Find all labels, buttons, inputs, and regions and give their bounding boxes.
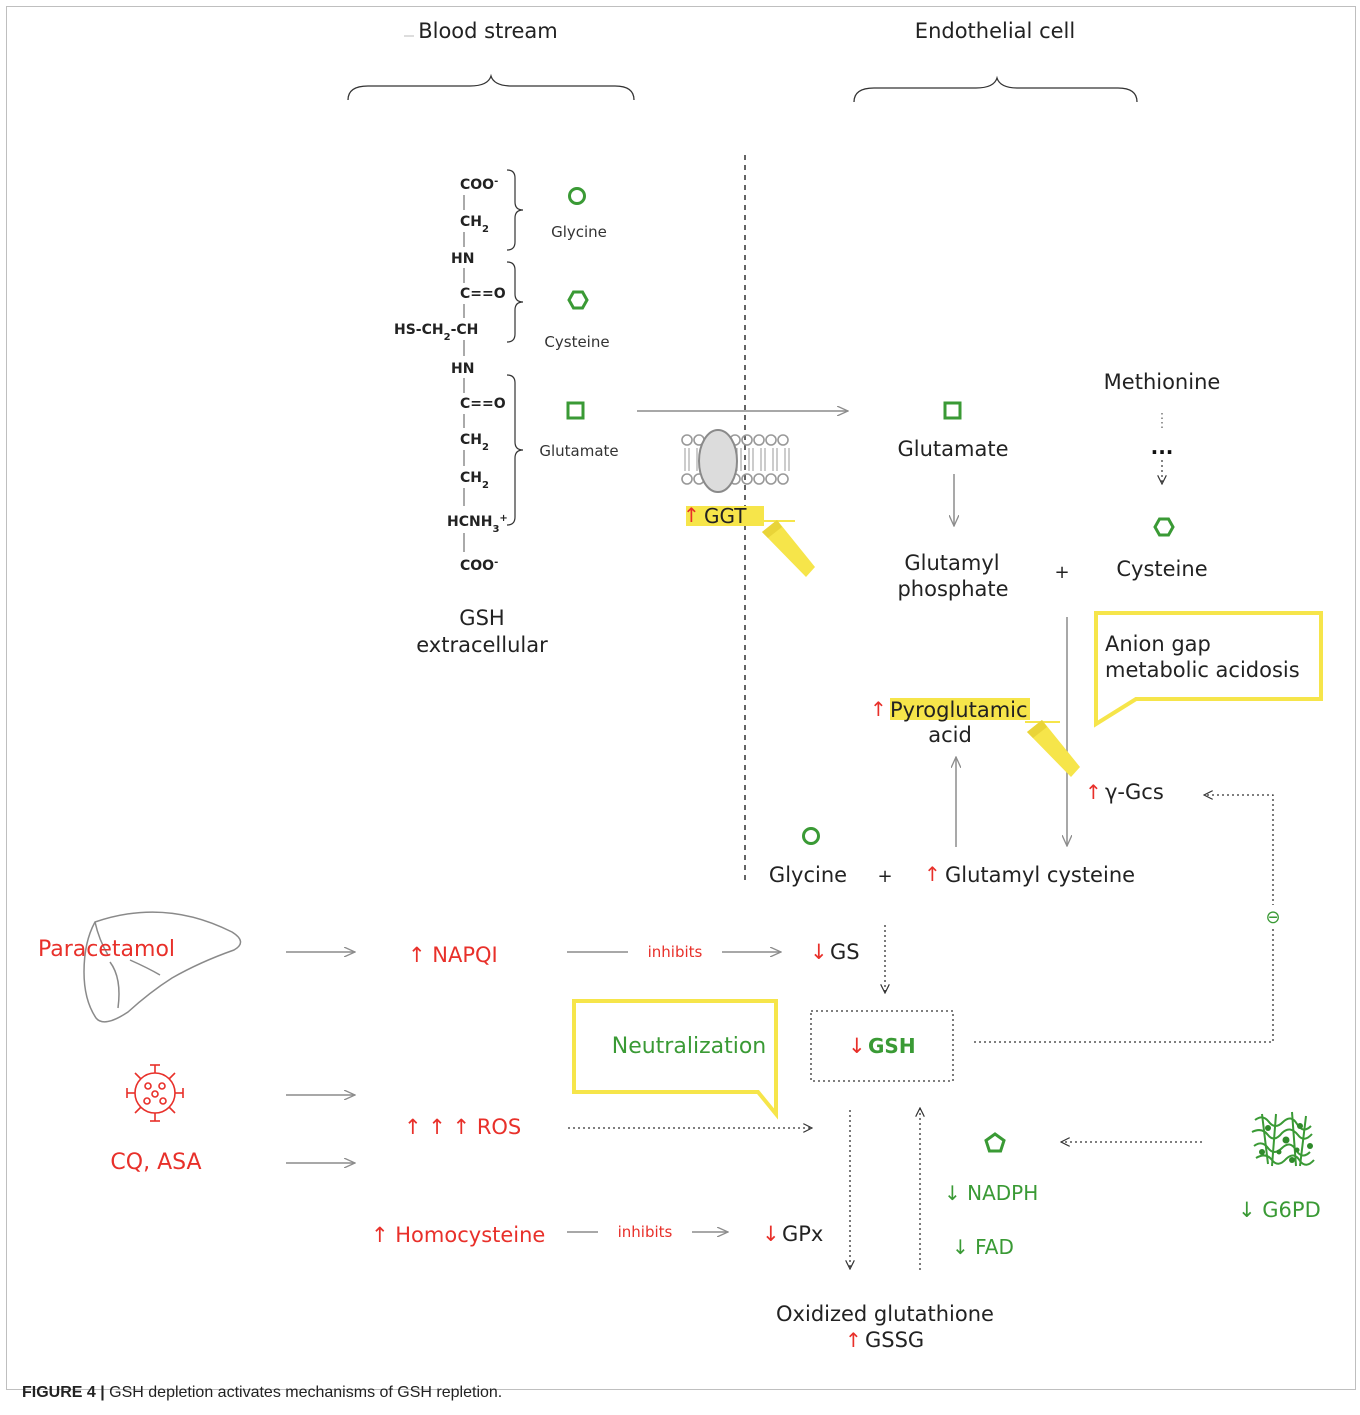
- gsh-feedback-arrow: [974, 795, 1274, 1043]
- svg-text:COO-: COO-: [460, 557, 498, 575]
- glutamate-square-icon-cell: [943, 401, 962, 420]
- header-blood-stream: Blood stream: [418, 19, 558, 43]
- cysteine-hexagon-icon: [567, 290, 589, 310]
- svg-text:COO-: COO-: [460, 176, 498, 194]
- ygcs-up-arrow: ↑: [1085, 780, 1102, 804]
- fad-label: ↓ FAD: [952, 1235, 1014, 1259]
- endothelial-cell-brace: [853, 75, 1138, 103]
- plus-sign: +: [1054, 562, 1069, 583]
- svg-text:HCNH3+: HCNH3+: [447, 513, 508, 535]
- pyroglutamic-highlight: [890, 698, 1030, 720]
- glutamyl-cysteine-label: Glutamyl cysteine: [945, 863, 1135, 887]
- neutralization-label: Neutralization: [612, 1034, 766, 1059]
- methionine-ellipsis: ...: [1151, 435, 1174, 459]
- cysteine-group-label: Cysteine: [544, 333, 609, 351]
- napqi-label: ↑ NAPQI: [408, 943, 498, 967]
- anion-gap-label-1: Anion gap: [1105, 632, 1211, 656]
- svg-text:HN: HN: [451, 251, 474, 267]
- membrane-transporter-icon: [681, 429, 790, 493]
- cq-asa-label: CQ, ASA: [110, 1150, 201, 1175]
- glutamate-square-icon: [566, 401, 585, 420]
- highlighter-pen-icon: [762, 520, 815, 577]
- caption-label: FIGURE 4 |: [22, 1384, 105, 1401]
- anion-gap-label-2: metabolic acidosis: [1105, 658, 1300, 682]
- svg-text:CH2: CH2: [460, 470, 489, 491]
- oxidized-glutathione-label: Oxidized glutathione: [776, 1302, 994, 1326]
- gssg-up-arrow: ↑: [845, 1328, 862, 1352]
- svg-text:C==O: C==O: [460, 396, 506, 412]
- svg-text:HN: HN: [451, 361, 474, 377]
- svg-text:CH2: CH2: [460, 214, 489, 235]
- ggt-highlight: [686, 506, 764, 526]
- g6pd-label: ↓ G6PD: [1238, 1198, 1321, 1222]
- highlighter-pen-icon: [1027, 720, 1080, 777]
- ggt-up-arrow: ↑: [683, 503, 700, 527]
- liver-icon: [83, 911, 242, 1023]
- figure-caption: FIGURE 4 | GSH depletion activates mecha…: [22, 1384, 502, 1402]
- glutamyl-phosphate-label-2: phosphate: [897, 577, 1008, 601]
- g6pd-protein-icon: [1251, 1111, 1315, 1167]
- gsh-label: GSH: [868, 1034, 916, 1058]
- nadph-pentagon-icon: [984, 1132, 1006, 1153]
- glycine-group-label: Glycine: [551, 223, 607, 241]
- ygcs-label: γ-Gcs: [1105, 780, 1164, 804]
- ros-label: ↑ ↑ ↑ ROS: [404, 1115, 521, 1139]
- caption-text: GSH depletion activates mechanisms of GS…: [104, 1384, 503, 1401]
- svg-text:HS-CH2-CH: HS-CH2-CH: [394, 322, 478, 343]
- glycine-cell-label: Glycine: [769, 863, 847, 887]
- virus-icon: [126, 1064, 184, 1122]
- header-endothelial-cell: Endothelial cell: [915, 19, 1075, 43]
- napqi-inhibits-label: inhibits: [648, 943, 703, 961]
- gsh-extracellular-label-1: GSH: [459, 606, 504, 630]
- pyroglutamic-label-2: acid: [928, 723, 972, 747]
- paracetamol-label: Paracetamol: [38, 937, 175, 962]
- svg-text:CH2: CH2: [460, 432, 489, 453]
- minus-circle-icon: ⊖: [1265, 907, 1280, 928]
- gsh-down-arrow: ↓: [848, 1034, 866, 1058]
- gsh-extracellular-label-2: extracellular: [416, 633, 548, 657]
- figure-frame: [6, 6, 1356, 1390]
- glutamate-group-label: Glutamate: [539, 442, 618, 460]
- homocysteine-label: ↑ Homocysteine: [371, 1223, 545, 1247]
- anion-gap-callout: [1094, 611, 1323, 728]
- gssg-label: GSSG: [865, 1328, 924, 1352]
- gs-down-arrow: ↓: [810, 940, 828, 964]
- gpx-label: GPx: [782, 1222, 823, 1246]
- gsh-structure: COO- CH2 HN C==O HS-CH2-CH HN C==O CH2 C…: [394, 176, 508, 575]
- ggt-label: GGT: [704, 504, 747, 528]
- gpx-down-arrow: ↓: [762, 1222, 780, 1246]
- methionine-label: Methionine: [1104, 370, 1221, 394]
- glutamyl-phosphate-label-1: Glutamyl: [904, 551, 999, 575]
- pyroglutamic-up-arrow: ↑: [870, 697, 887, 721]
- glycine-circle-icon-cell: [802, 827, 820, 845]
- group-braces: [506, 169, 524, 526]
- svg-text:C==O: C==O: [460, 286, 506, 302]
- glycine-circle-icon: [568, 187, 586, 205]
- neutralization-callout: [572, 999, 778, 1120]
- gs-label: GS: [830, 940, 860, 964]
- plus-sign-2: +: [877, 866, 892, 887]
- nadph-label: ↓ NADPH: [944, 1181, 1038, 1205]
- glutamyl-cysteine-up-arrow: ↑: [924, 862, 941, 886]
- cysteine-cell-label: Cysteine: [1116, 557, 1207, 581]
- gsh-box: [810, 1010, 954, 1082]
- blood-stream-brace: [347, 73, 635, 101]
- homocysteine-inhibits-label: inhibits: [618, 1223, 673, 1241]
- glutamate-cell-label: Glutamate: [898, 437, 1009, 461]
- pyroglutamic-label-1: Pyroglutamic: [890, 698, 1028, 722]
- cysteine-hexagon-icon-cell: [1153, 517, 1175, 537]
